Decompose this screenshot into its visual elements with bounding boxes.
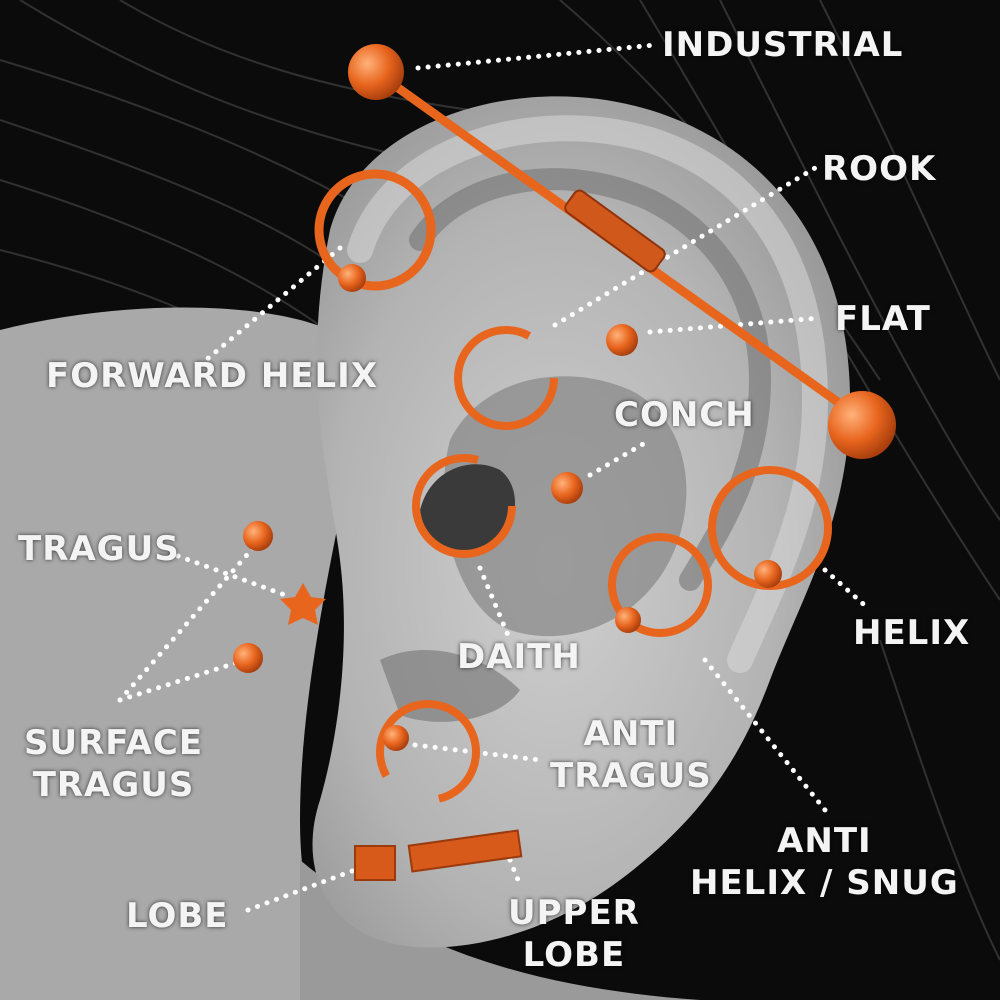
label-surface-tragus-line2: TRAGUS <box>32 765 195 805</box>
sphere-icon <box>754 560 782 588</box>
sphere-icon <box>338 264 366 292</box>
surface-tragus-stud <box>233 643 263 673</box>
star-stud-icon <box>280 583 326 625</box>
rook-ring <box>454 326 558 430</box>
leader-lines <box>117 42 873 913</box>
daith-ring <box>412 454 516 558</box>
label-flat: FLAT <box>835 299 931 339</box>
flat-stud <box>606 324 638 356</box>
captive-ring-icon <box>314 169 436 291</box>
helix-ring <box>708 466 832 590</box>
bar-stud-icon <box>407 829 523 873</box>
sphere-icon <box>348 44 404 100</box>
industrial-bar-grip <box>564 189 666 273</box>
sphere-icon <box>828 391 896 459</box>
label-surface-tragus: SURFACE TRAGUS <box>24 722 203 806</box>
helix-rim <box>347 115 829 673</box>
captive-ring-icon <box>608 533 712 637</box>
forward-helix-ring <box>314 169 436 292</box>
label-surface-tragus-line1: SURFACE <box>24 723 204 763</box>
ear-canal <box>420 464 515 553</box>
neck-skin <box>300 860 700 1000</box>
label-upper-lobe-line2: LOBE <box>522 935 626 975</box>
label-tragus: TRAGUS <box>18 529 180 569</box>
label-anti-tragus: ANTI TRAGUS <box>550 713 712 797</box>
cheek-skin <box>0 307 360 1000</box>
label-rook: ROOK <box>822 149 937 189</box>
concha-bowl <box>443 376 687 637</box>
label-anti-tragus-line2: TRAGUS <box>550 756 712 796</box>
anti-tragus-ring <box>376 700 481 804</box>
scapha-shadow <box>409 168 772 591</box>
square-stud-icon <box>354 845 396 881</box>
label-upper-lobe: UPPER LOBE <box>508 892 640 976</box>
sphere-icon <box>615 607 641 633</box>
label-lobe: LOBE <box>126 896 229 936</box>
label-helix: HELIX <box>853 613 971 653</box>
captive-ring-icon <box>376 700 481 804</box>
label-industrial: INDUSTRIAL <box>662 25 904 65</box>
sphere-icon <box>383 725 409 751</box>
label-anti-tragus-line1: ANTI <box>583 714 679 754</box>
label-upper-lobe-line1: UPPER <box>508 893 640 933</box>
label-forward-helix: FORWARD HELIX <box>46 356 379 396</box>
tragus-stud <box>243 521 273 551</box>
snug-ring <box>608 533 712 637</box>
industrial-barbell <box>348 44 896 459</box>
conch-stud <box>551 472 583 504</box>
label-anti-helix-line1: ANTI <box>777 821 872 861</box>
label-anti-helix-line2: HELIX / SNUG <box>690 863 959 903</box>
label-anti-helix-snug: ANTI HELIX / SNUG <box>690 820 959 904</box>
label-daith: DAITH <box>457 637 581 677</box>
label-conch: CONCH <box>614 395 755 435</box>
